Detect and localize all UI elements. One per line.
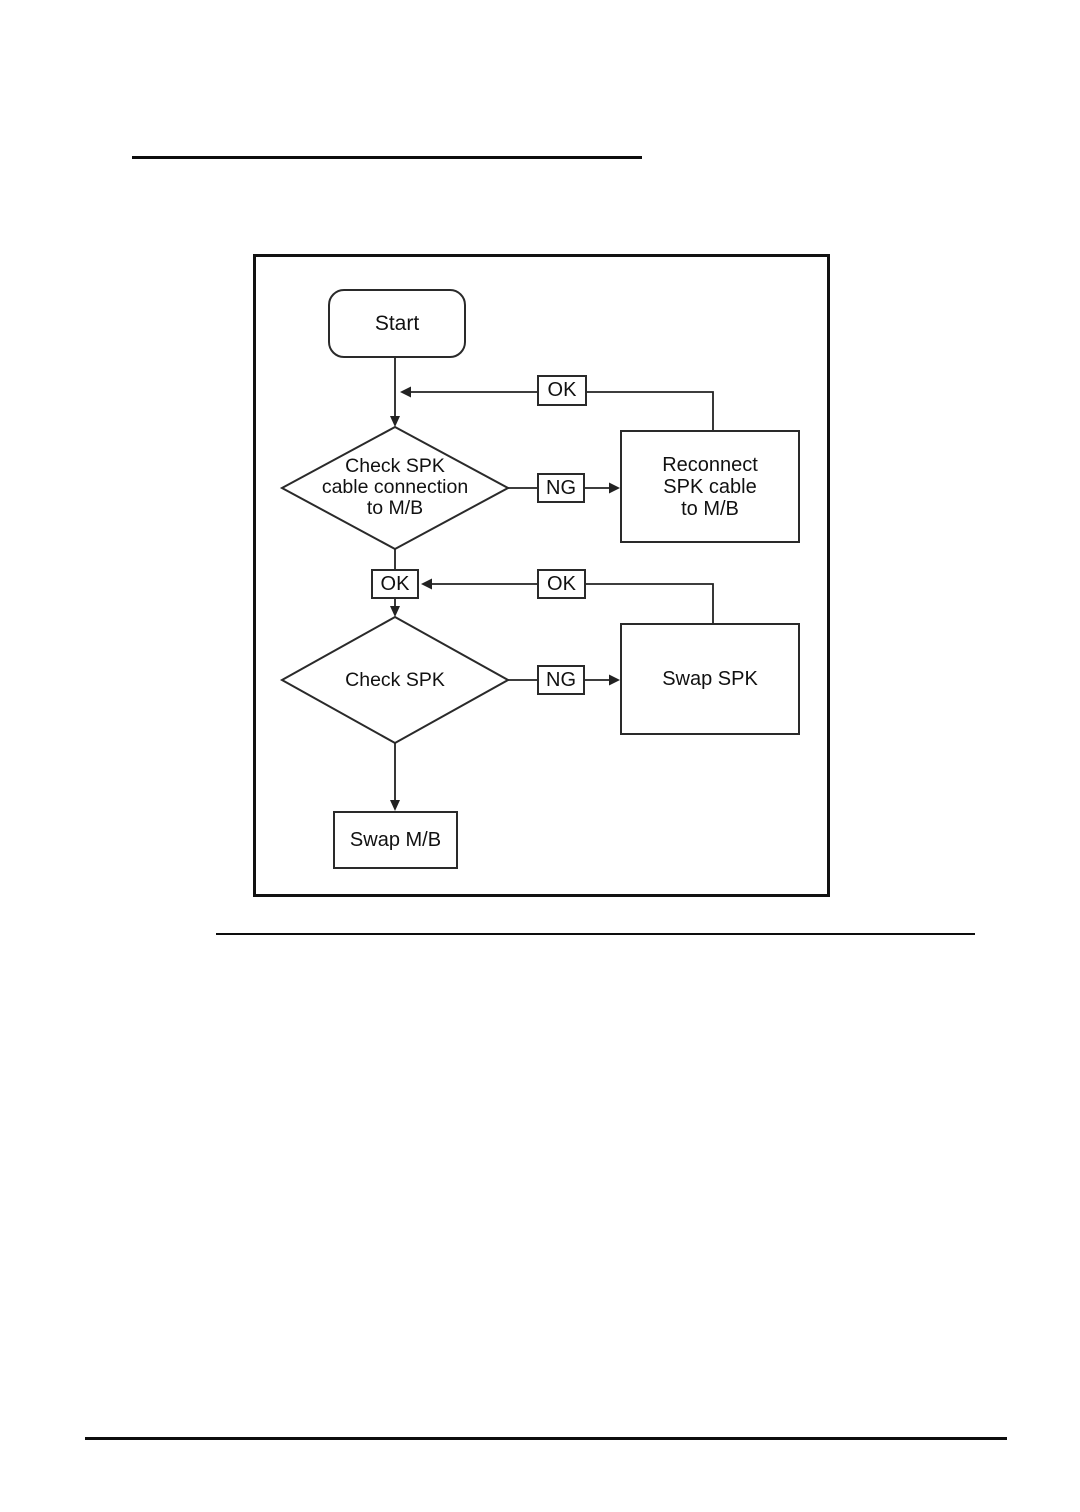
start-node-label: Start (374, 311, 420, 335)
heading-rule (132, 156, 642, 159)
action-node-reconnect-label: Reconnect SPK cable to M/B (662, 453, 758, 520)
ok-label-box-mid-left: OK (371, 569, 419, 599)
section-divider-rule (216, 933, 975, 935)
action-node-swap-spk: Swap SPK (620, 623, 800, 735)
ng-label-1: NG (546, 476, 576, 499)
action-node-swap-spk-label: Swap SPK (662, 668, 758, 690)
ok-label-top: OK (547, 379, 577, 401)
ok-label-mid-left: OK (380, 572, 410, 595)
ng-label-2: NG (546, 668, 576, 691)
ng-label-box-1: NG (537, 473, 585, 503)
start-node: Start (328, 289, 466, 358)
end-node-swap-mb: Swap M/B (333, 811, 458, 869)
ok-label-box-mid-right: OK (537, 569, 586, 599)
decision-node-check-spk-cable-label: Check SPK cable connection to M/B (321, 455, 469, 519)
ok-label-mid-right: OK (547, 572, 576, 595)
action-node-reconnect-spk-cable: Reconnect SPK cable to M/B (620, 430, 800, 543)
decision-node-check-spk-label: Check SPK (345, 669, 445, 691)
footer-rule (85, 1437, 1007, 1440)
ng-label-box-2: NG (537, 665, 585, 695)
end-node-swap-mb-label: Swap M/B (349, 829, 442, 851)
ok-label-box-top: OK (537, 375, 587, 406)
